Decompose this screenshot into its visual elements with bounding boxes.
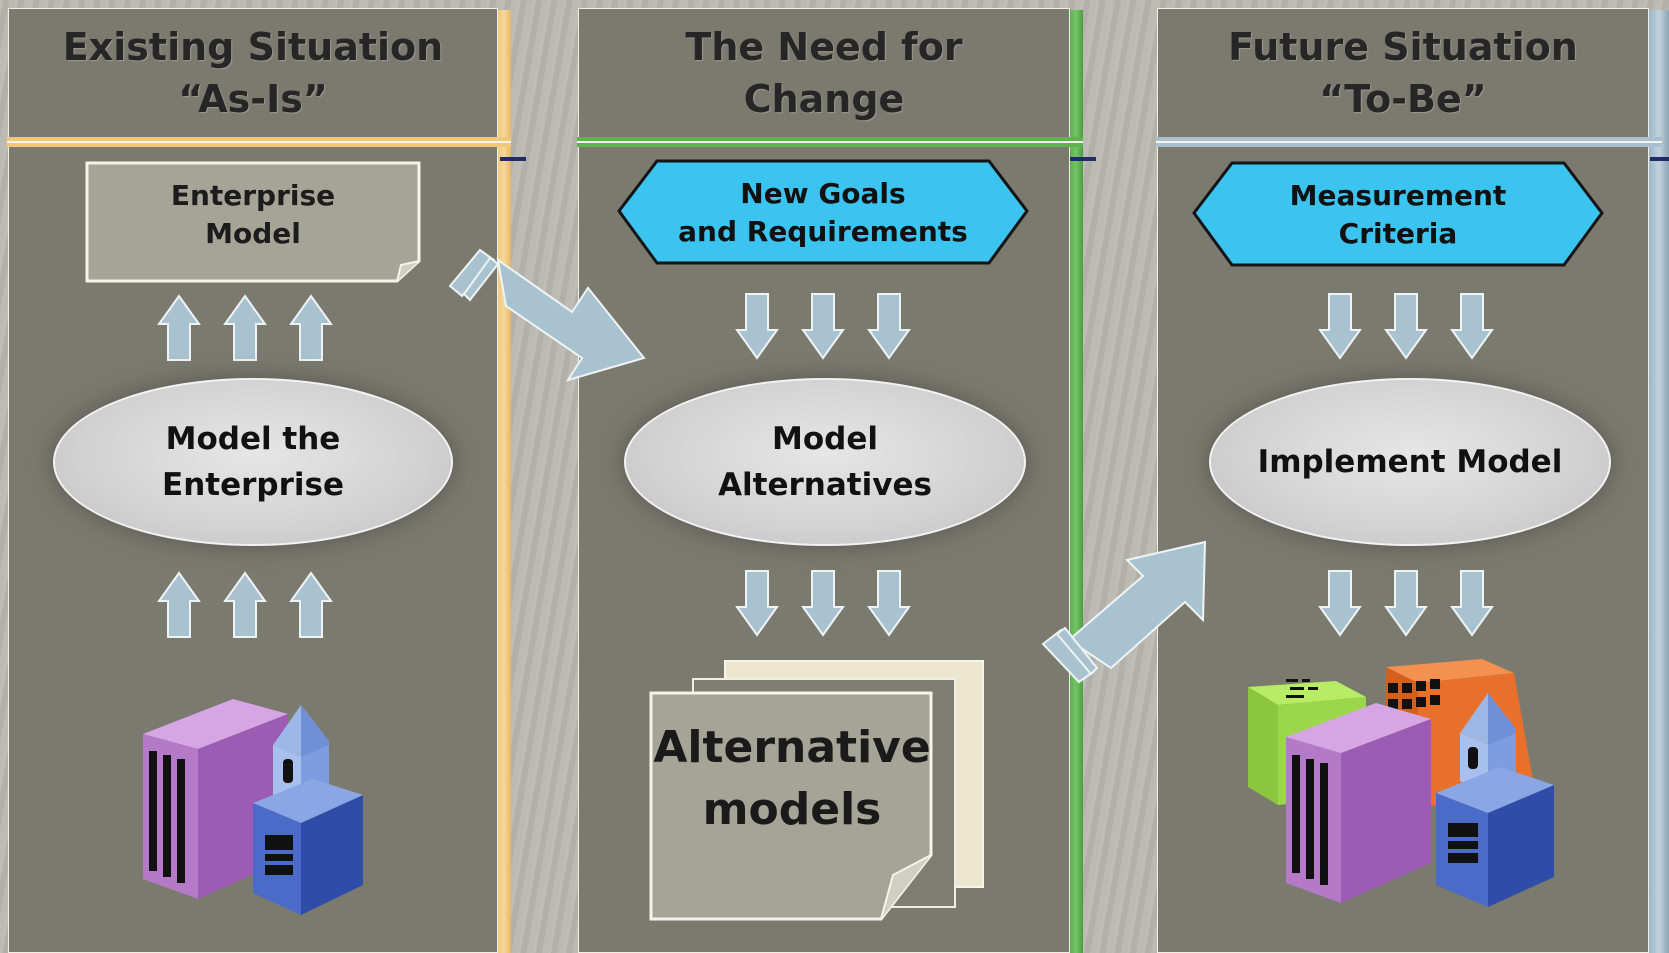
down-arrows-bottom [1318,570,1494,637]
column-title: The Need for Change [685,25,963,121]
column-existing-situation: Existing Situation “As-Is” Enterprise Mo… [7,8,511,953]
enterprise-model-document [85,161,421,283]
transition-arrow-change-to-to-be [1041,540,1207,684]
accent-stripe-change [1069,10,1083,953]
accent-stripe-as-is [497,10,511,953]
up-arrows-bottom [157,571,333,638]
column-header: Existing Situation “As-Is” [9,9,497,138]
header-band [577,137,1083,149]
column-title: Future Situation “To-Be” [1228,25,1578,121]
model-the-enterprise-process: Model the Enterprise [53,378,453,546]
divider-mark [1070,157,1096,161]
enterprise-model-label: Enterprise Model [170,179,336,250]
column-header: Future Situation “To-Be” [1158,9,1648,138]
process-label: Implement Model [1257,444,1563,480]
transition-arrow-as-is-to-change [448,248,646,382]
alternative-models-label: Alternative models [653,722,931,835]
down-arrows-top [1318,293,1494,360]
city-buildings-icon [1248,659,1554,907]
divider-mark [500,157,526,161]
implement-model-process: Implement Model [1209,378,1611,546]
up-arrows-top [157,294,333,361]
column-title: Existing Situation “As-Is” [62,25,444,121]
column-header: The Need for Change [579,9,1069,138]
header-band [1156,137,1662,149]
header-band [7,137,511,149]
down-arrows-top [735,293,911,360]
measurement-criteria-label: Measurement Criteria [1289,179,1507,250]
process-label: Model Alternatives [718,421,932,503]
model-alternatives-process: Model Alternatives [624,378,1026,546]
accent-stripe-to-be [1649,10,1669,953]
new-goals-label: New Goals and Requirements [678,177,968,248]
down-arrows-bottom [735,570,911,637]
alternative-models-document-stack [649,660,984,921]
measurement-criteria-hexagon [1192,161,1604,267]
column-future-situation: Future Situation “To-Be” Measurement Cri… [1156,8,1662,953]
new-goals-hexagon [617,159,1029,265]
column-need-for-change: The Need for Change New Goals and Requir… [577,8,1083,953]
process-label: Model the Enterprise [162,421,344,503]
church-icon [253,705,363,915]
divider-mark [1650,157,1669,161]
